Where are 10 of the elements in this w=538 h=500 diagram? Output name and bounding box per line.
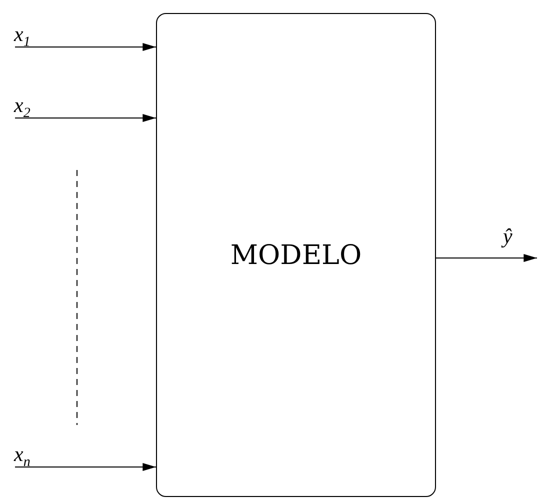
process-box <box>156 13 436 497</box>
arrow <box>15 43 156 51</box>
variable-label: x$_{2}$ <box>14 95 44 118</box>
box-label: MODELO <box>230 240 362 270</box>
variable-label: x$_{n}$ <box>14 444 44 467</box>
variable-label: x$_{1}$ <box>14 24 44 47</box>
arrow <box>15 463 156 471</box>
arrow <box>436 254 537 262</box>
arrow <box>15 114 156 122</box>
variable-label: ŷ <box>500 226 537 258</box>
